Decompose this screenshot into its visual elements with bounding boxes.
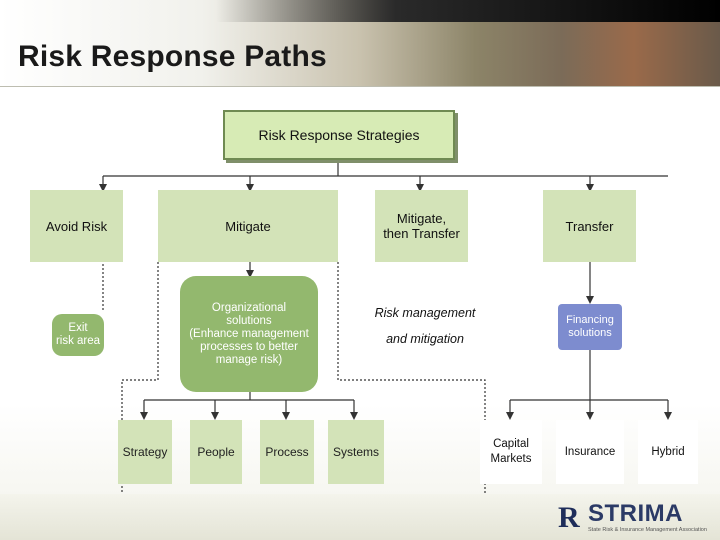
leaf-strategy-label: Strategy xyxy=(122,444,168,459)
header-banner: Risk Response Paths xyxy=(0,0,720,87)
leaf-people-label: People xyxy=(197,444,235,459)
leaf-capital-markets: Capital Markets xyxy=(480,420,542,484)
leaf-hybrid: Hybrid xyxy=(638,420,698,484)
logo-tagline: State Risk & Insurance Management Associ… xyxy=(588,527,707,533)
strima-logo: R STRIMA State Risk & Insurance Manageme… xyxy=(558,500,714,536)
transfer-box: Transfer xyxy=(543,190,636,262)
mitigate-label: Mitigate xyxy=(225,218,271,234)
transfer-label: Transfer xyxy=(565,218,614,234)
exit-risk-area-label: Exit risk area xyxy=(55,322,101,347)
mitigate-then-transfer-box: Mitigate, then Transfer xyxy=(375,190,468,262)
avoid-risk-box: Avoid Risk xyxy=(30,190,123,262)
logo-mark-icon: R xyxy=(558,501,580,534)
mitigate-then-transfer-label: Mitigate, then Transfer xyxy=(383,211,460,241)
exit-risk-area-pill: Exit risk area xyxy=(52,314,104,356)
leaf-hybrid-label: Hybrid xyxy=(651,445,685,458)
leaf-people: People xyxy=(190,420,242,484)
risk-response-strategies-box: Risk Response Strategies xyxy=(223,110,455,160)
leaf-systems-label: Systems xyxy=(332,444,379,459)
leaf-process: Process xyxy=(260,420,314,484)
risk-management-label: Risk management xyxy=(374,305,476,320)
leaf-strategy: Strategy xyxy=(118,420,172,484)
and-mitigation-label: and mitigation xyxy=(386,331,464,346)
avoid-risk-label: Avoid Risk xyxy=(45,218,108,234)
leaf-insurance: Insurance xyxy=(556,420,624,484)
mitigate-box: Mitigate xyxy=(158,190,338,262)
leaf-systems: Systems xyxy=(328,420,384,484)
page-title: Risk Response Paths xyxy=(18,40,327,73)
risk-management-text: Risk management xyxy=(350,304,500,322)
financing-solutions-label: Financing solutions xyxy=(566,314,614,339)
header-topbar xyxy=(0,0,720,22)
leaf-capital-markets-label: Capital Markets xyxy=(490,438,532,465)
root-label: Risk Response Strategies xyxy=(258,126,420,143)
and-mitigation-text: and mitigation xyxy=(350,330,500,348)
organizational-solutions-label: Organizational solutions (Enhance manage… xyxy=(189,301,309,366)
logo-name: STRIMA xyxy=(588,500,683,527)
leaf-insurance-label: Insurance xyxy=(564,445,616,458)
footer-band xyxy=(0,494,720,540)
financing-solutions-pill: Financing solutions xyxy=(558,304,622,350)
leaf-process-label: Process xyxy=(265,444,309,459)
organizational-solutions-pill: Organizational solutions (Enhance manage… xyxy=(180,276,318,392)
